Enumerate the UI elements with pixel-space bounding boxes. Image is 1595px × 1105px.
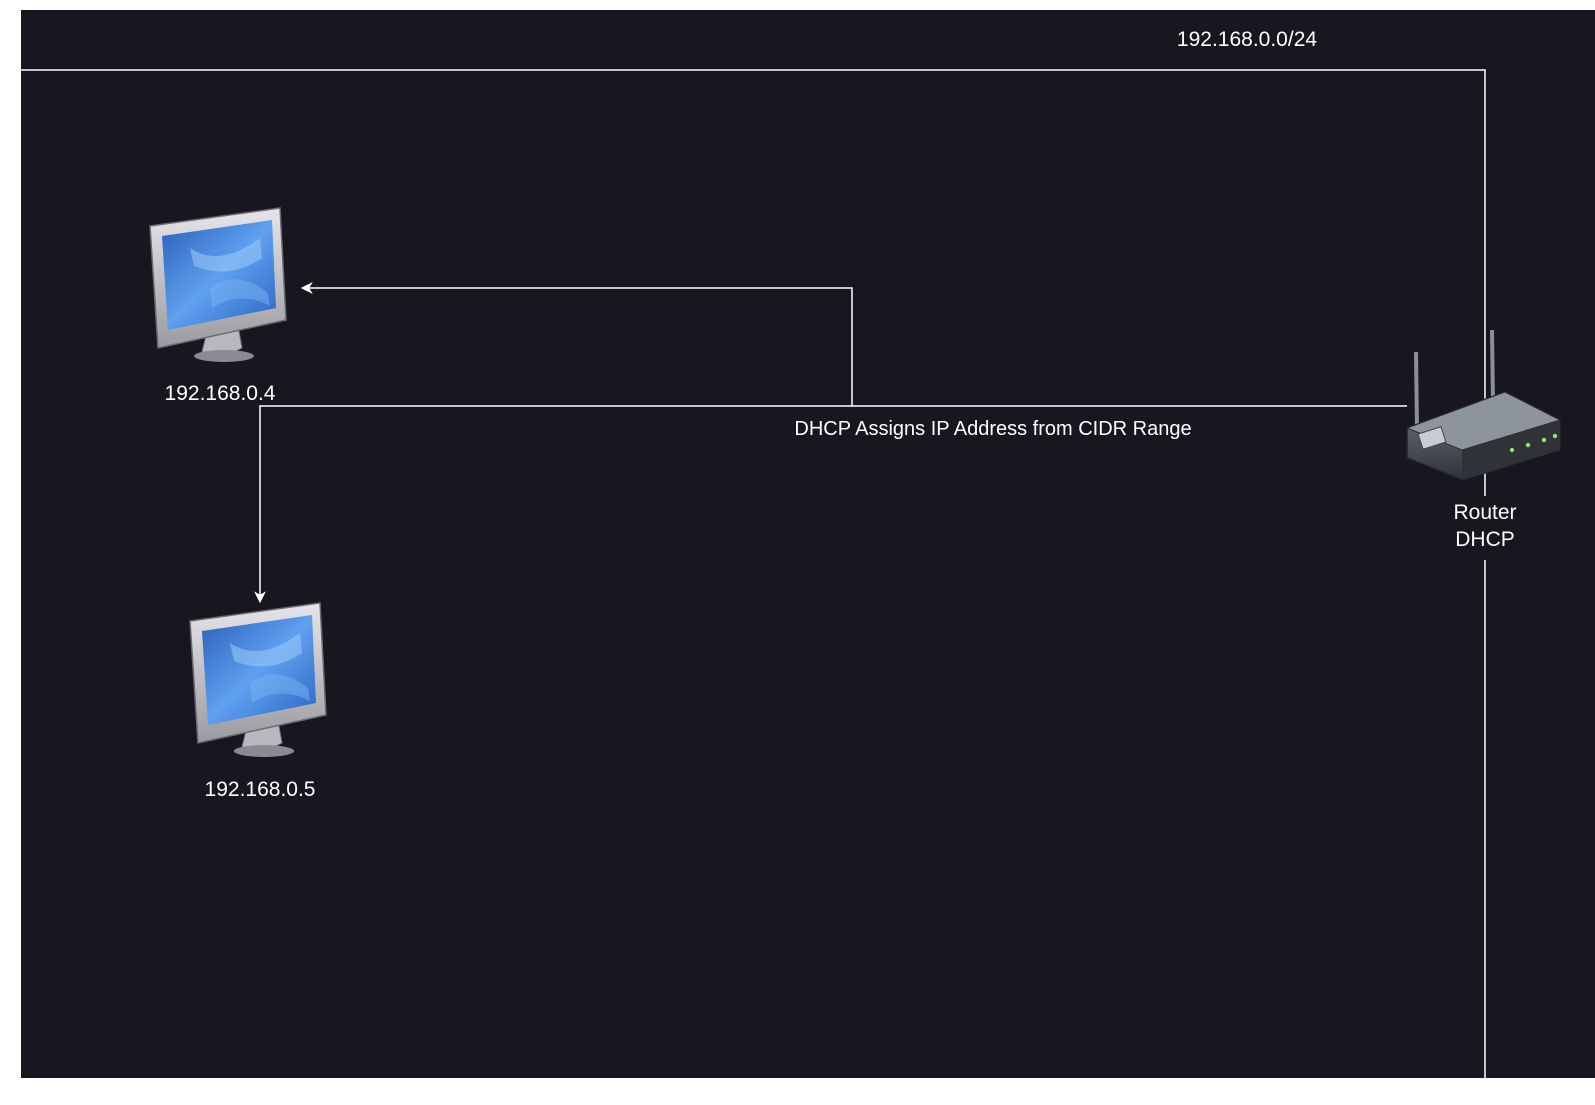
edge-router-to-pc1 xyxy=(300,282,1407,407)
router-label-line1: Router xyxy=(1453,501,1516,524)
router-label-line2: DHCP xyxy=(1455,528,1515,551)
router-icon[interactable] xyxy=(1405,329,1562,481)
edge-router-to-pc2 xyxy=(254,405,852,604)
pc2-computer-icon[interactable] xyxy=(189,602,327,757)
router-label-background xyxy=(1440,496,1532,560)
pc1-computer-icon[interactable] xyxy=(149,207,287,362)
network-boundary-line xyxy=(21,69,1486,1078)
pc2-ip-label: 192.168.0.5 xyxy=(205,778,316,801)
diagram-background xyxy=(21,10,1595,1078)
pc1-ip-label: 192.168.0.4 xyxy=(165,382,276,405)
network-cidr-label: 192.168.0.0/24 xyxy=(1177,28,1317,51)
edge-label: DHCP Assigns IP Address from CIDR Range xyxy=(794,418,1191,440)
edge-label-background xyxy=(770,414,1216,442)
